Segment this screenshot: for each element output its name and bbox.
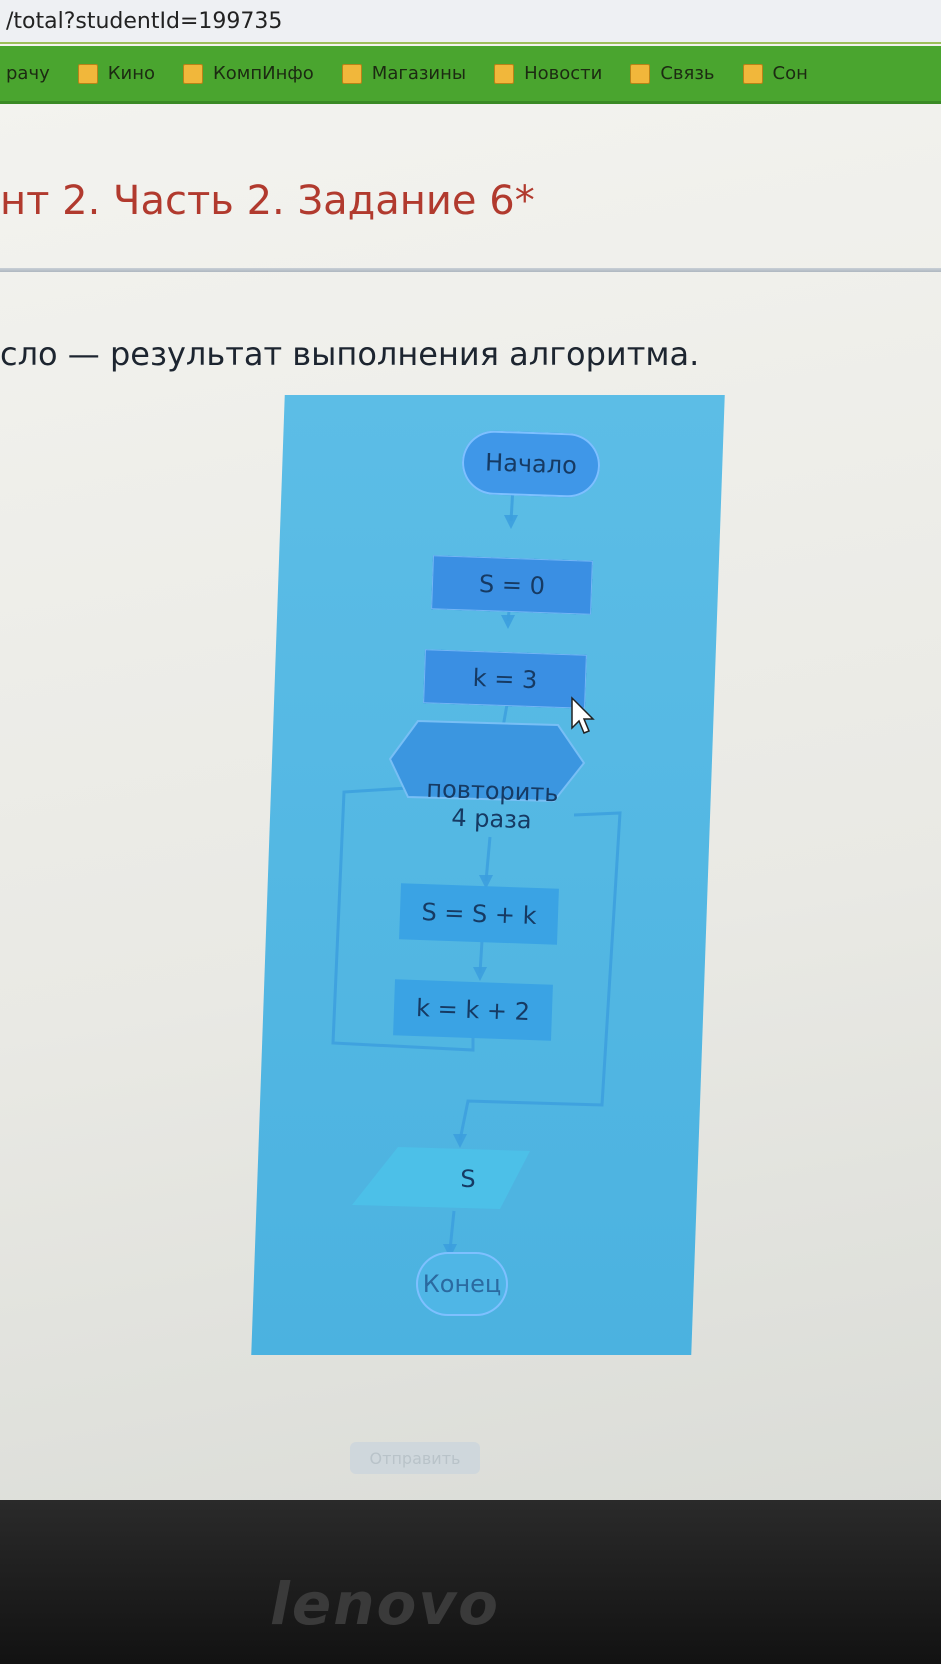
monitor-bezel (0, 1500, 941, 1664)
folder-icon (494, 63, 515, 84)
flowchart-start: Начало (460, 429, 602, 499)
bookmark-label: Новости (524, 63, 603, 84)
flowchart-step-s0: S = 0 (431, 555, 593, 615)
folder-icon (77, 63, 98, 84)
bookmark-item[interactable]: Кино (77, 63, 156, 84)
address-text: /total?studentId=199735 (6, 9, 283, 34)
end-label: Конец (422, 1270, 502, 1298)
bookmark-label: Кино (107, 63, 156, 84)
monitor-screen: /total?studentId=199735 рачу Кино КомпИн… (0, 0, 941, 1560)
bookmarks-bar: рачу Кино КомпИнфо Магазины Новости Связ… (0, 46, 941, 104)
brand-logo: lenovo (270, 1570, 501, 1638)
output-label: S (460, 1165, 476, 1193)
bookmark-label: рачу (6, 63, 50, 84)
bookmark-item[interactable]: КомпИнфо (183, 63, 314, 84)
bookmark-label: Магазины (371, 63, 467, 84)
divider (0, 268, 941, 272)
question-text: сло — результат выполнения алгоритма. (0, 335, 700, 373)
bookmark-label: КомпИнфо (213, 63, 314, 84)
mouse-cursor-icon (571, 696, 595, 734)
loop-label-line2: 4 раза (450, 803, 533, 835)
flowchart-step-k3: k = 3 (423, 649, 587, 709)
body2-label: k = k + 2 (415, 994, 531, 1026)
flowchart-loop: повторить 4 раза (411, 767, 573, 843)
bookmark-item[interactable]: Магазины (341, 63, 467, 84)
flowchart-body-inc: k = k + 2 (393, 979, 553, 1041)
bookmark-item[interactable]: Связь (630, 63, 715, 84)
loop-label-line1: повторить (425, 774, 559, 808)
flowchart-output: S (408, 1154, 528, 1204)
bookmark-label: Сон (772, 63, 808, 84)
folder-icon (630, 63, 651, 84)
flowchart-body-sum: S = S + k (399, 883, 559, 945)
bookmark-item[interactable]: Новости (494, 63, 602, 84)
bookmark-item[interactable]: Сон (742, 63, 808, 84)
page-title: нт 2. Часть 2. Задание 6* (0, 178, 535, 224)
bookmark-label: Связь (660, 63, 715, 84)
body1-label: S = S + k (420, 897, 538, 930)
submit-button[interactable]: Отправить (350, 1442, 480, 1474)
step2-label: k = 3 (472, 663, 538, 695)
step1-label: S = 0 (478, 569, 546, 601)
flowchart-connectors (331, 486, 622, 1258)
address-bar[interactable]: /total?studentId=199735 (0, 0, 941, 44)
flowchart-end: Конец (416, 1252, 508, 1316)
folder-icon (341, 63, 362, 84)
output-parallelogram (352, 1147, 530, 1209)
folder-icon (742, 63, 763, 84)
loop-hexagon (388, 719, 586, 803)
start-label: Начало (484, 448, 578, 480)
bookmark-item[interactable]: рачу (6, 63, 50, 84)
folder-icon (183, 63, 204, 84)
submit-label: Отправить (369, 1448, 461, 1468)
